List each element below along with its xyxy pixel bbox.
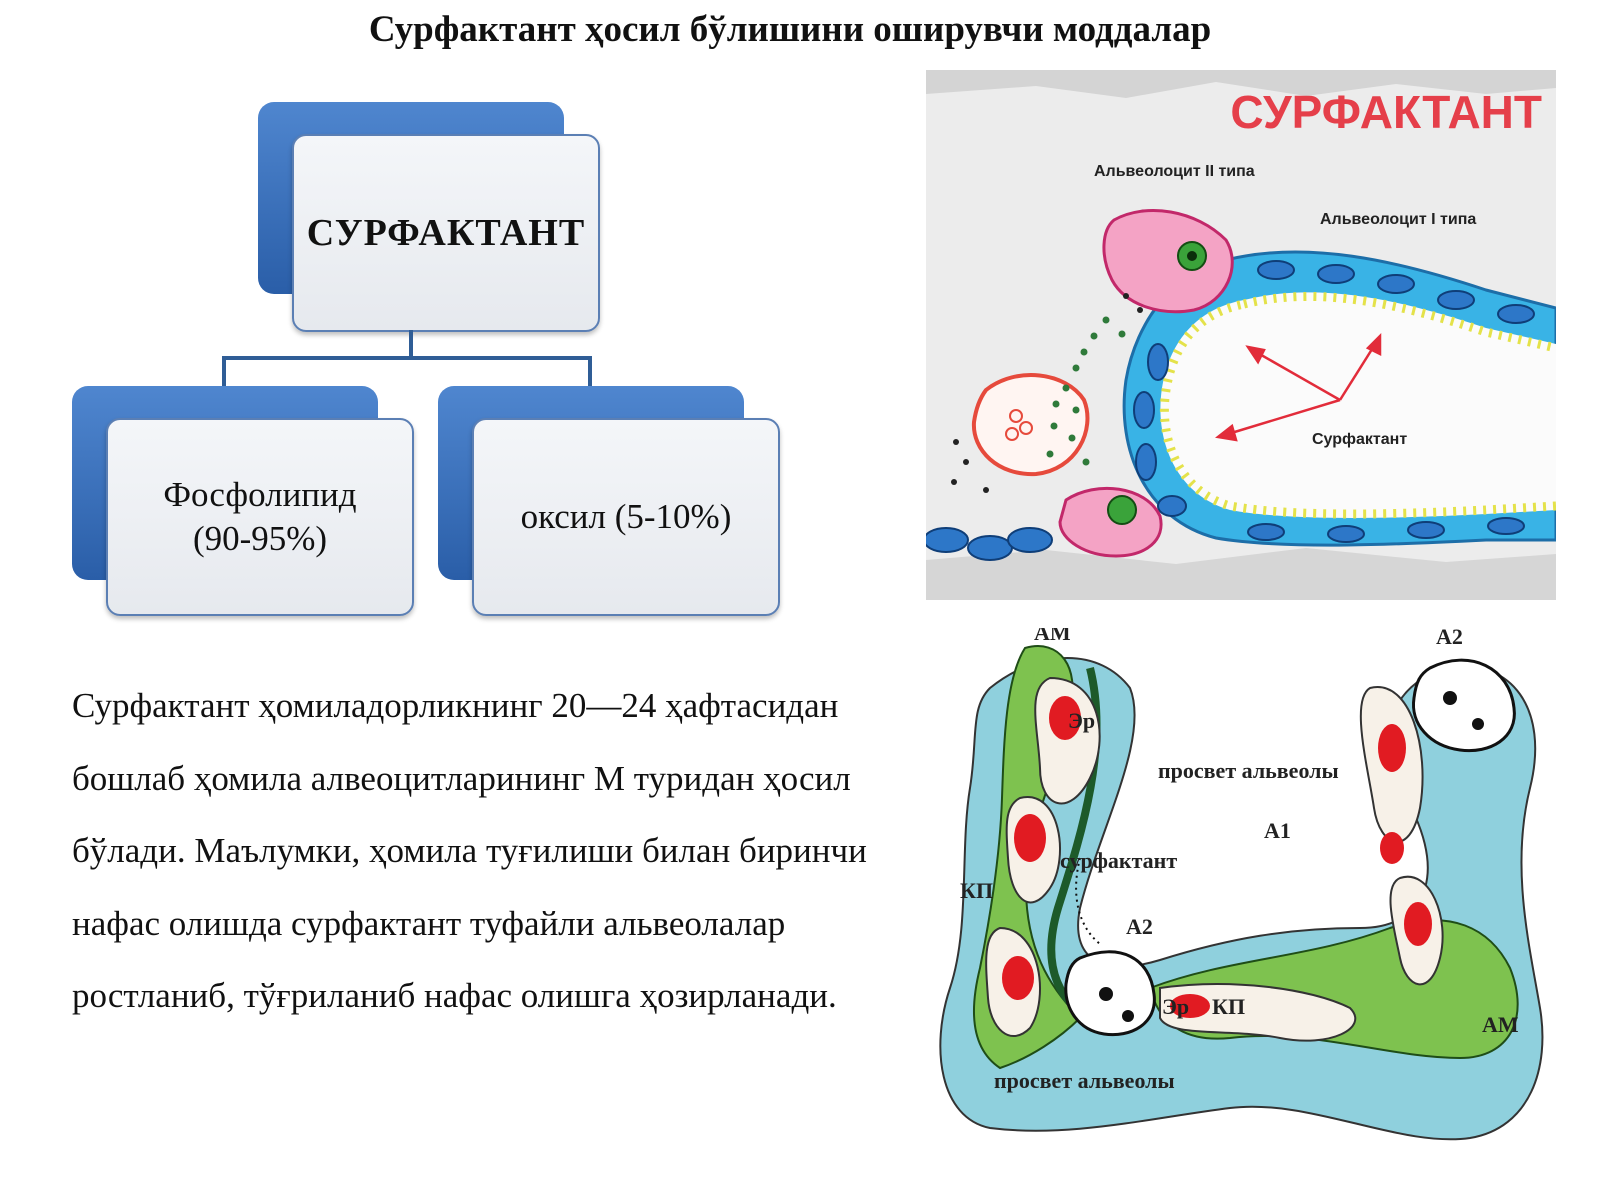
child-label-phospholipid: Фосфолипид (90-95%) bbox=[163, 475, 357, 558]
root-label: СУРФАКТАНТ bbox=[306, 212, 586, 254]
connector-right bbox=[588, 356, 592, 386]
page-title: Сурфактант ҳосил бўлишини оширувчи модда… bbox=[368, 9, 1212, 50]
label-lumen-2: просвет альвеолы bbox=[994, 1068, 1175, 1093]
alveolar-septum-illustration: АМ А2 Эр просвет альвеолы А1 сурфактант … bbox=[939, 628, 1544, 1141]
connector-left bbox=[222, 356, 226, 386]
child-label-protein: оксил (5-10%) bbox=[520, 497, 732, 536]
surfactant-alveolus-illustration: СУРФАКТАНТ Альвеолоцит II типа Альвеолоц… bbox=[926, 70, 1556, 600]
root-box: СУРФАКТАНТ bbox=[292, 134, 600, 332]
label-a2-mid: А2 bbox=[1126, 914, 1153, 939]
connector-bar bbox=[222, 356, 592, 360]
label-er-1: Эр bbox=[1068, 708, 1095, 733]
label-type2: Альвеолоцит II типа bbox=[1094, 163, 1255, 180]
label-am-top: АМ bbox=[1034, 628, 1071, 645]
label-am-bottom: АМ bbox=[1482, 1012, 1519, 1037]
label-a2-top: А2 bbox=[1436, 628, 1463, 649]
connector-stem bbox=[409, 330, 413, 358]
label-a1: А1 bbox=[1264, 818, 1291, 843]
body-paragraph: Сурфактант ҳомиладорликнинг 20—24 ҳафтас… bbox=[72, 686, 867, 1015]
label-lumen-1: просвет альвеолы bbox=[1158, 758, 1339, 783]
label-surfactant: Сурфактант bbox=[1312, 431, 1407, 448]
label-surfactant-2: сурфактант bbox=[1060, 848, 1177, 873]
illus-heading: СУРФАКТАНТ bbox=[1230, 86, 1542, 138]
child-box-protein: оксил (5-10%) bbox=[472, 418, 780, 616]
label-type1: Альвеолоцит I типа bbox=[1320, 211, 1476, 228]
label-kp-1: КП bbox=[960, 878, 993, 903]
label-kp-2: КП bbox=[1212, 994, 1245, 1019]
child-box-phospholipid: Фосфолипид (90-95%) bbox=[106, 418, 414, 616]
label-er-2: Эр bbox=[1162, 994, 1189, 1019]
